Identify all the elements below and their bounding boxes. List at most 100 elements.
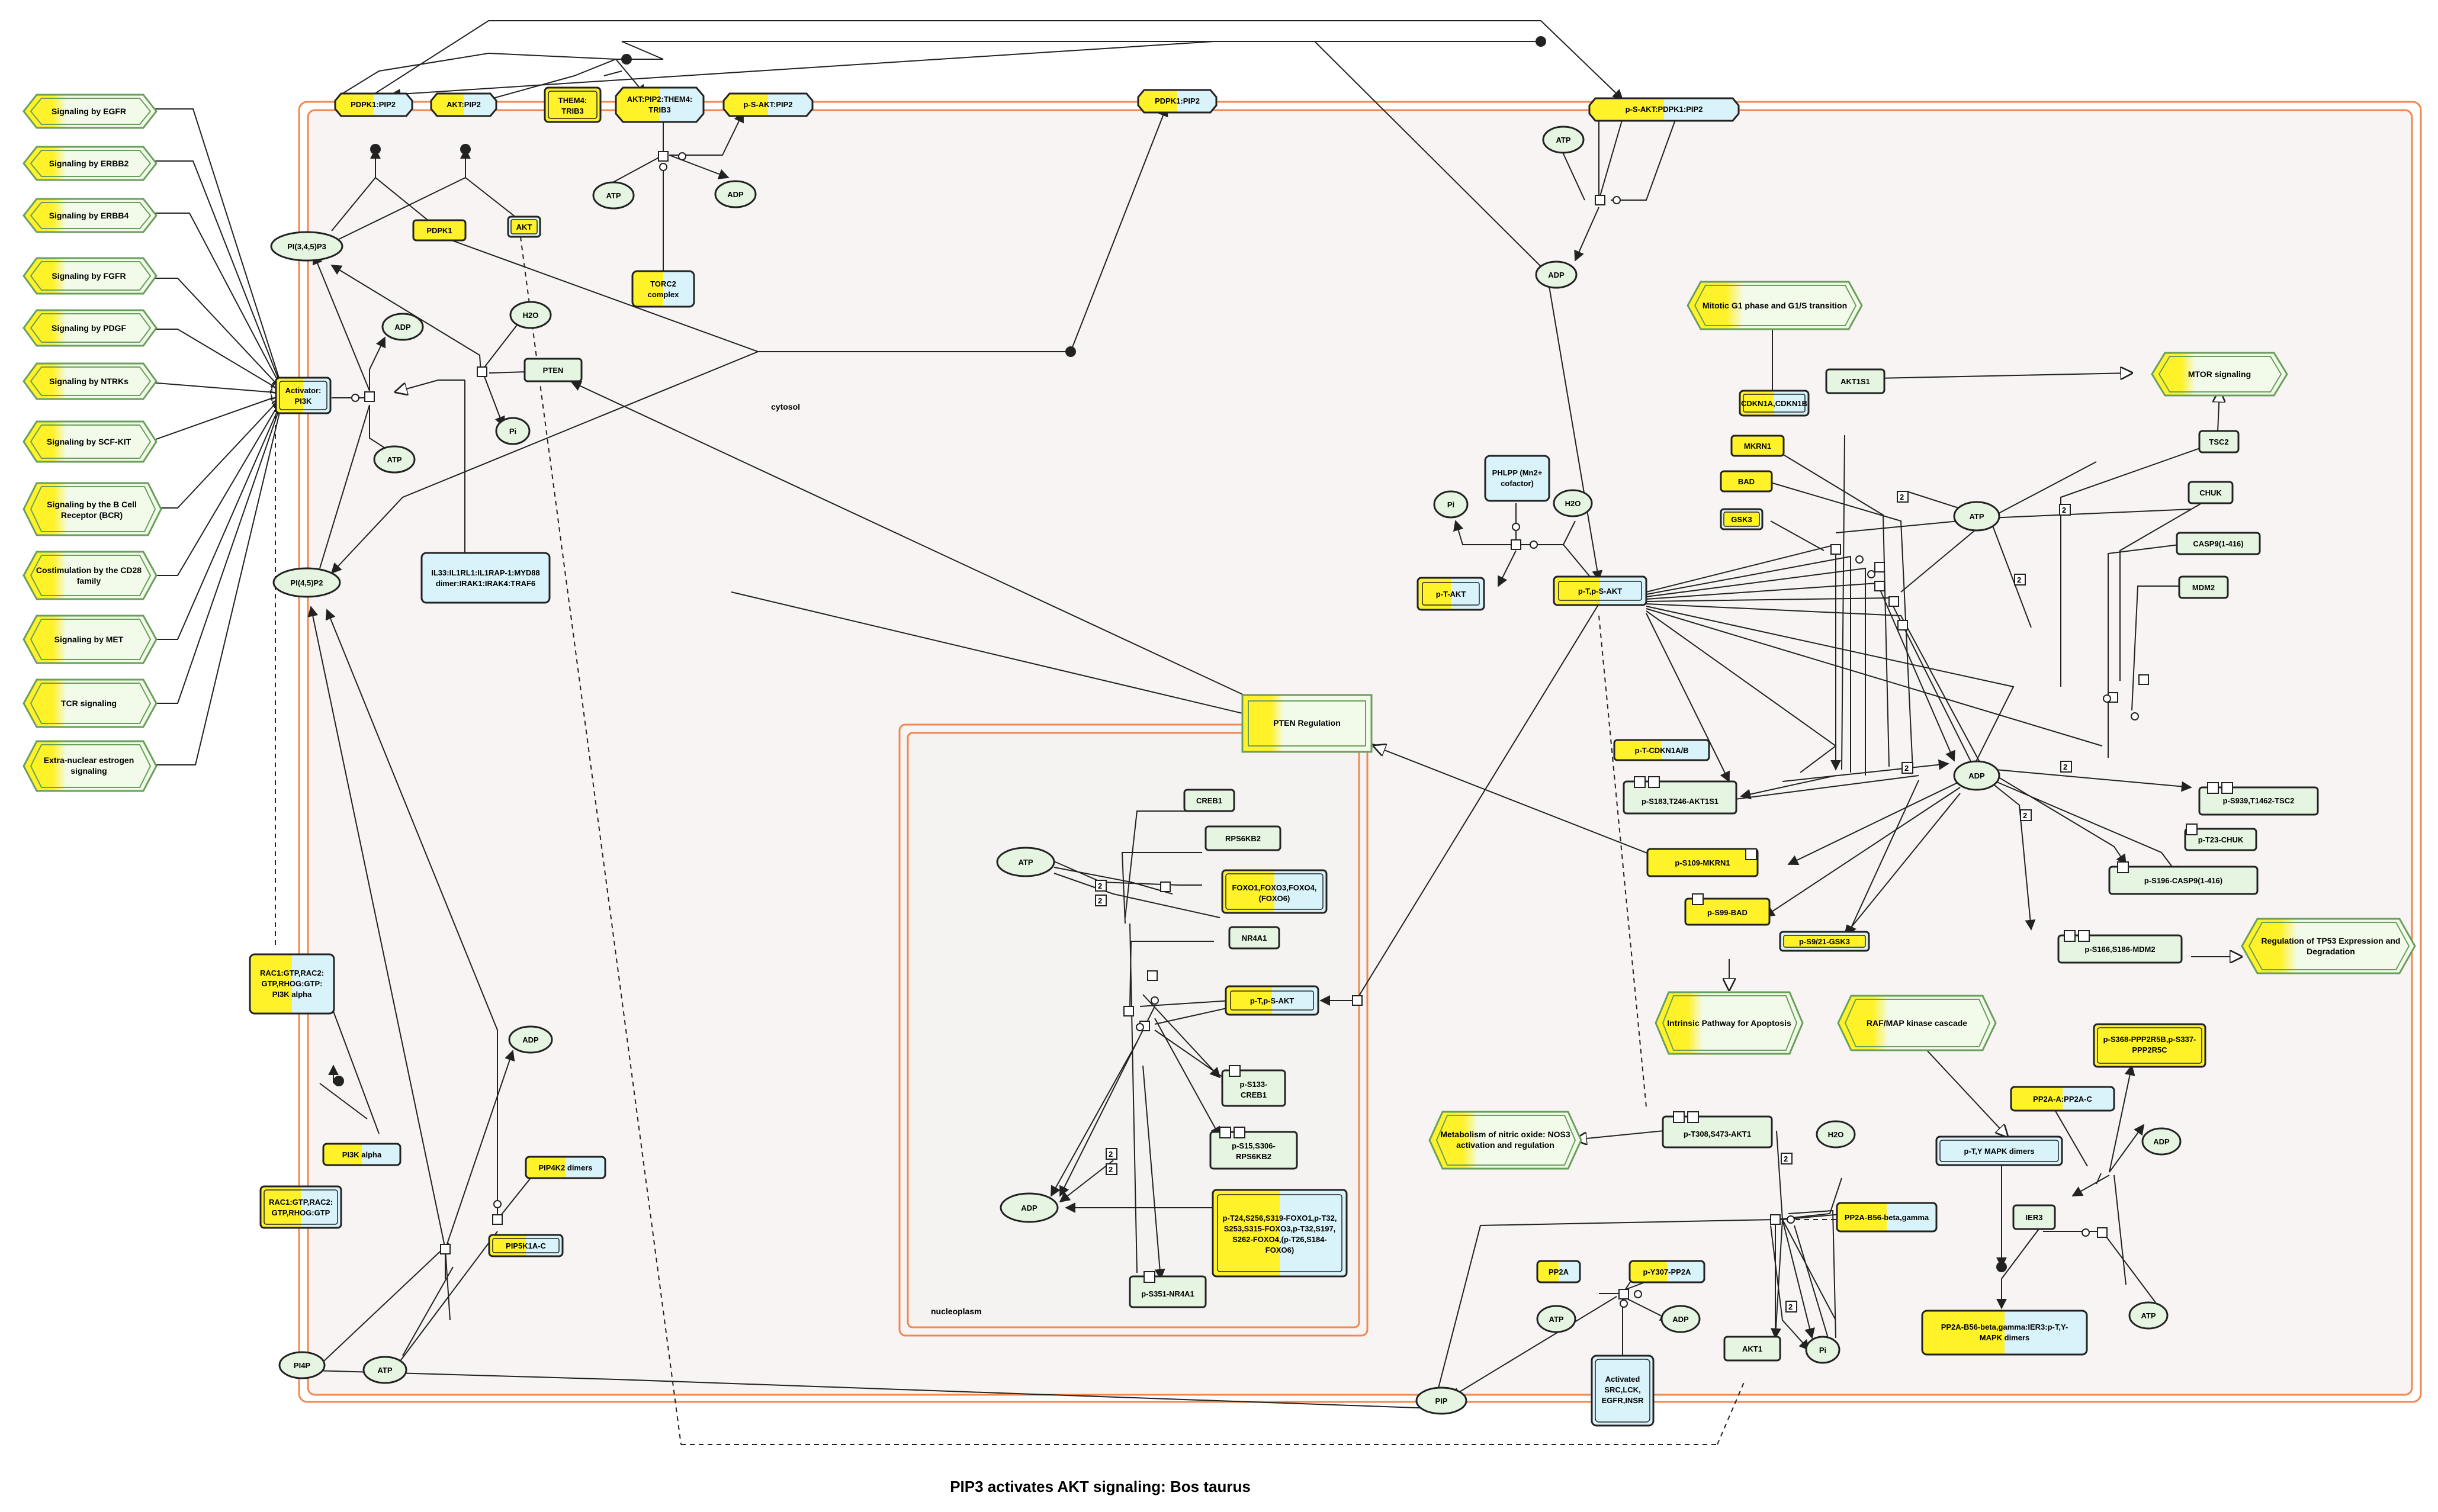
- protein-pten[interactable]: PTEN: [523, 358, 583, 382]
- pathway-signaling-by-fgfr[interactable]: Signaling by FGFR: [23, 257, 158, 295]
- protein-rps6kb2[interactable]: RPS6KB2: [1204, 825, 1281, 851]
- protein-gsk3[interactable]: GSK3: [1720, 508, 1764, 530]
- protein-akt1[interactable]: AKT1: [1723, 1336, 1781, 1362]
- protein-tsc2[interactable]: TSC2: [2198, 430, 2240, 453]
- protein-p-s166-mdm2[interactable]: p-S166,S186-MDM2: [2057, 930, 2183, 964]
- protein-chuk[interactable]: CHUK: [2188, 481, 2234, 504]
- pathway-raf-map-kinase[interactable]: RAF/MAP kinase cascade: [1837, 995, 1997, 1051]
- complex-activator-pi3k[interactable]: Activator:PI3K: [275, 377, 332, 414]
- molecule-adp[interactable]: ADP: [1660, 1305, 1701, 1333]
- molecule-h2o[interactable]: H2O: [1816, 1120, 1856, 1149]
- protein-akt1s1[interactable]: AKT1S1: [1825, 368, 1885, 394]
- protein-nr4a1[interactable]: NR4A1: [1228, 926, 1280, 950]
- molecule-atp[interactable]: ATP: [1542, 126, 1585, 154]
- molecule-pi[interactable]: Pi: [495, 417, 531, 445]
- molecule-atp[interactable]: ATP: [362, 1356, 407, 1384]
- protein-p-t-p-s-akt-nucleus[interactable]: p-T,p-S-AKT: [1225, 985, 1319, 1016]
- pathway-cd28-costimulation[interactable]: Costimulation by the CD28 family: [23, 551, 158, 600]
- molecule-pip45p2[interactable]: PI(4,5)P2: [272, 567, 341, 598]
- pathway-pten-regulation[interactable]: PTEN Regulation: [1241, 694, 1373, 753]
- protein-p-s109-mkrn1[interactable]: p-S109-MKRN1: [1646, 848, 1759, 877]
- protein-bad[interactable]: BAD: [1720, 470, 1773, 493]
- complex-p-y307-pp2a[interactable]: p-Y307-PP2A: [1628, 1260, 1705, 1283]
- pathway-mtor-signaling[interactable]: MTOR signaling: [2151, 352, 2288, 397]
- protein-p-s939-tsc2[interactable]: p-S939,T1462-TSC2: [2198, 782, 2319, 816]
- molecule-pi4p[interactable]: PI4P: [278, 1351, 326, 1379]
- pathway-extranuclear-estrogen[interactable]: Extra-nuclear estrogen signaling: [23, 740, 158, 792]
- molecule-adp[interactable]: ADP: [381, 313, 424, 341]
- pathway-signaling-by-erbb4[interactable]: Signaling by ERBB4: [23, 198, 158, 233]
- pathway-signaling-by-pdgf[interactable]: Signaling by PDGF: [23, 309, 158, 347]
- complex-cdkn1a-cdkn1b[interactable]: CDKN1A,CDKN1B: [1739, 390, 1810, 417]
- protein-p-s99-bad[interactable]: p-S99-BAD: [1684, 893, 1771, 926]
- protein-casp9[interactable]: CASP9(1-416): [2176, 532, 2261, 555]
- pathway-signaling-by-egfr[interactable]: Signaling by EGFR: [23, 94, 158, 129]
- molecule-pi[interactable]: Pi: [1433, 490, 1469, 519]
- protein-p-t-akt[interactable]: p-T-AKT: [1416, 577, 1485, 611]
- pathway-tp53-regulation[interactable]: Regulation of TP53 Expression and Degrad…: [2241, 918, 2416, 974]
- pathway-intrinsic-apoptosis[interactable]: Intrinsic Pathway for Apoptosis: [1655, 991, 1804, 1055]
- protein-creb1[interactable]: CREB1: [1183, 789, 1235, 812]
- pathway-nos3-metabolism[interactable]: Metabolism of nitric oxide: NOS3 activat…: [1428, 1111, 1582, 1170]
- complex-phlpp[interactable]: PHLPP (Mn2+cofactor): [1484, 455, 1550, 502]
- complex-pdpk1-pip2[interactable]: PDPK1:PIP2: [334, 92, 413, 117]
- protein-p-s196-casp9[interactable]: p-S196-CASP9(1-416): [2108, 861, 2259, 895]
- molecule-adp-hub[interactable]: ADP: [1953, 760, 2000, 791]
- molecule-h2o[interactable]: H2O: [1553, 489, 1593, 517]
- complex-pp2a-b56[interactable]: PP2A-B56-beta,gamma: [1836, 1202, 1938, 1233]
- pathway-signaling-by-met[interactable]: Signaling by MET: [23, 615, 158, 664]
- complex-pip4k2-dimers[interactable]: PIP4K2 dimers: [525, 1156, 606, 1179]
- protein-pdpk1[interactable]: PDPK1: [412, 219, 467, 242]
- complex-p-s368-ppp2r5b[interactable]: p-S368-PPP2R5B,p-S337-PPP2R5C: [2093, 1023, 2206, 1068]
- protein-mdm2[interactable]: MDM2: [2178, 575, 2229, 599]
- molecule-pip345p3[interactable]: PI(3,4,5)P3: [270, 231, 343, 262]
- complex-p-foxo[interactable]: p-T24,S256,S319-FOXO1,p-T32,S253,S315-FO…: [1212, 1189, 1348, 1278]
- protein-p-t-p-s-akt[interactable]: p-T,p-S-AKT: [1553, 575, 1647, 606]
- complex-pdpk1-pip2-right[interactable]: PDPK1:PIP2: [1137, 89, 1218, 114]
- complex-il33[interactable]: IL33:IL1RL1:IL1RAP-1:MYD88dimer:IRAK1:IR…: [420, 552, 551, 604]
- complex-pp2a[interactable]: PP2A: [1536, 1260, 1581, 1283]
- molecule-atp[interactable]: ATP: [1536, 1305, 1576, 1333]
- protein-p-s351-nr4a1[interactable]: p-S351-NR4A1: [1129, 1271, 1207, 1308]
- pathway-signaling-by-erbb2[interactable]: Signaling by ERBB2: [23, 146, 158, 181]
- protein-p-s133-creb1[interactable]: p-S133-CREB1: [1221, 1065, 1286, 1107]
- complex-pi3k-alpha[interactable]: PI3K alpha: [322, 1143, 401, 1166]
- protein-akt[interactable]: AKT: [507, 215, 541, 238]
- molecule-atp[interactable]: ATP: [2128, 1301, 2169, 1330]
- complex-p-t-y-mapk[interactable]: p-T,Y MAPK dimers: [1935, 1135, 2063, 1166]
- complex-pip5k1a-c[interactable]: PIP5K1A-C: [488, 1234, 564, 1257]
- molecule-h2o[interactable]: H2O: [509, 301, 552, 329]
- complex-p-s-akt-pdpk1-pip2[interactable]: p-S-AKT:PDPK1:PIP2: [1588, 97, 1740, 122]
- protein-p-t23-chuk[interactable]: p-T23-CHUK: [2184, 823, 2257, 851]
- molecule-adp[interactable]: ADP: [508, 1025, 553, 1054]
- complex-rac1-gtp-pi3k[interactable]: RAC1:GTP,RAC2:GTP,RHOG:GTP:PI3K alpha: [249, 953, 335, 1015]
- molecule-pip[interactable]: PIP: [1415, 1386, 1467, 1415]
- complex-them4-trib3[interactable]: THEM4:TRIB3: [544, 86, 602, 123]
- protein-mkrn1[interactable]: MKRN1: [1730, 435, 1785, 457]
- protein-p-s9-gsk3[interactable]: p-S9/21-GSK3: [1779, 931, 1870, 952]
- complex-foxo[interactable]: FOXO1,FOXO3,FOXO4,(FOXO6): [1221, 869, 1328, 914]
- complex-p-s-akt-pip2[interactable]: p-S-AKT:PIP2: [722, 92, 814, 117]
- complex-pp2a-b56-ier3-mapk[interactable]: PP2A-B56-beta,gamma:IER3:p-T,Y-MAPK dime…: [1921, 1310, 2088, 1356]
- protein-ier3[interactable]: IER3: [2012, 1204, 2056, 1230]
- molecule-atp[interactable]: ATP: [996, 847, 1055, 877]
- pathway-mitotic-g1[interactable]: Mitotic G1 phase and G1/S transition: [1687, 281, 1863, 330]
- complex-rac1-gtp[interactable]: RAC1:GTP,RAC2:GTP,RHOG:GTP: [259, 1185, 342, 1229]
- pathway-signaling-by-bcr[interactable]: Signaling by the B Cell Receptor (BCR): [23, 482, 162, 536]
- pathway-signaling-by-ntrks[interactable]: Signaling by NTRKs: [23, 362, 158, 400]
- pathway-tcr-signaling[interactable]: TCR signaling: [23, 678, 158, 728]
- molecule-pi[interactable]: Pi: [1805, 1336, 1840, 1364]
- molecule-atp-hub[interactable]: ATP: [1953, 501, 2000, 532]
- molecule-atp[interactable]: ATP: [592, 181, 635, 210]
- protein-p-s15-rps6kb2[interactable]: p-S15,S306-RPS6KB2: [1209, 1127, 1298, 1170]
- complex-akt-pip2-them4-trib3[interactable]: AKT:PIP2:THEM4:TRIB3: [615, 86, 705, 123]
- pathway-signaling-by-scf-kit[interactable]: Signaling by SCF-KIT: [23, 420, 158, 463]
- molecule-adp[interactable]: ADP: [1535, 260, 1578, 289]
- protein-p-t308-akt1[interactable]: p-T308,S473-AKT1: [1662, 1111, 1773, 1149]
- complex-pp2a-a-c[interactable]: PP2A-A:PP2A-C: [2010, 1086, 2115, 1112]
- protein-p-s183-akt1s1[interactable]: p-S183,T246-AKT1S1: [1623, 776, 1737, 815]
- molecule-adp[interactable]: ADP: [714, 180, 757, 208]
- protein-p-t-cdkn1ab[interactable]: p-T-CDKN1A/B: [1613, 739, 1710, 761]
